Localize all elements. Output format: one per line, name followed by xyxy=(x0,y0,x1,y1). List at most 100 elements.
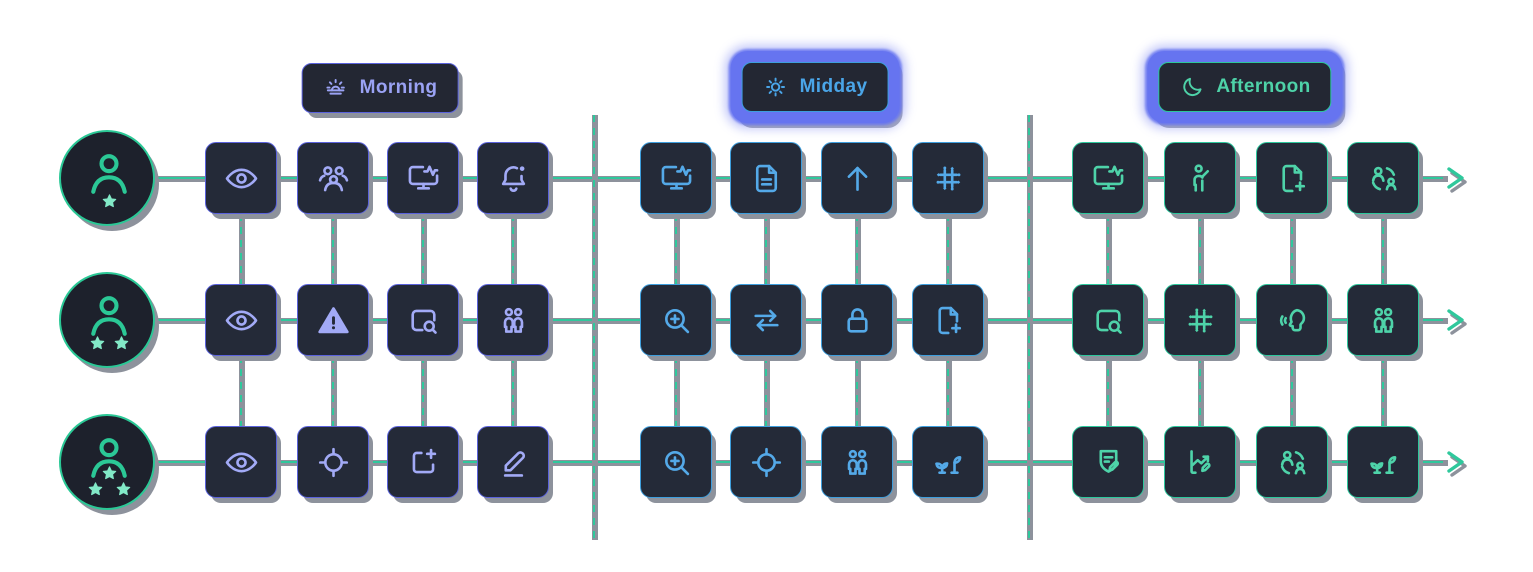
column-connector-dash xyxy=(240,356,242,426)
tile-monitor-activity[interactable] xyxy=(1072,142,1144,214)
column-connector-dash xyxy=(512,356,514,426)
column-connector-grey xyxy=(1106,356,1112,426)
tile-monitor-activity[interactable] xyxy=(640,142,712,214)
tile-circuit[interactable] xyxy=(912,142,984,214)
column-connector-dash xyxy=(856,356,858,426)
column-connector-dash xyxy=(512,214,514,284)
column-connector-grey xyxy=(421,214,427,284)
section-label-text: Afternoon xyxy=(1216,76,1311,97)
column-connector-grey xyxy=(1198,214,1204,284)
tile-sprout[interactable] xyxy=(912,426,984,498)
circuit-icon xyxy=(930,160,967,197)
tile-zoom-in[interactable] xyxy=(640,426,712,498)
column-connector-dash xyxy=(1382,356,1384,426)
column-connector-dash xyxy=(240,214,242,284)
column-connector-dash xyxy=(1199,356,1201,426)
flow-arrow-icon xyxy=(1436,302,1472,338)
tile-target[interactable] xyxy=(297,426,369,498)
tile-file-add[interactable] xyxy=(912,284,984,356)
section-label-morning[interactable]: Morning xyxy=(301,63,459,113)
tile-warning[interactable] xyxy=(297,284,369,356)
sun-icon xyxy=(763,74,789,100)
column-connector-dash xyxy=(422,356,424,426)
tile-target[interactable] xyxy=(730,426,802,498)
section-divider-dash xyxy=(593,115,595,540)
file-add-icon xyxy=(930,302,967,339)
section-divider-grey xyxy=(592,115,598,540)
column-connector-dash xyxy=(422,214,424,284)
tile-transfer[interactable] xyxy=(730,284,802,356)
tile-team[interactable] xyxy=(297,142,369,214)
two-users-icon xyxy=(495,302,532,339)
tile-two-users[interactable] xyxy=(1347,284,1419,356)
star-icon xyxy=(115,481,132,498)
document-icon xyxy=(748,160,785,197)
eye-icon xyxy=(223,302,260,339)
star-icon xyxy=(87,481,104,498)
tile-note-edit[interactable] xyxy=(1072,426,1144,498)
column-connector-grey xyxy=(946,356,952,426)
column-connector-grey xyxy=(1381,214,1387,284)
tile-chart-edit[interactable] xyxy=(1164,426,1236,498)
tile-people-sync[interactable] xyxy=(1347,142,1419,214)
column-connector-dash xyxy=(332,356,334,426)
tile-file-add[interactable] xyxy=(1256,142,1328,214)
tile-eye[interactable] xyxy=(205,142,277,214)
flow-arrow-icon xyxy=(1436,444,1472,480)
tile-edit[interactable] xyxy=(477,426,549,498)
column-connector-grey xyxy=(511,356,517,426)
persona-avatar-persona-level-3[interactable] xyxy=(59,414,155,510)
column-connector-dash xyxy=(1291,356,1293,426)
hand-raise-icon xyxy=(1182,160,1219,197)
people-sync-icon xyxy=(1274,444,1311,481)
tile-eye[interactable] xyxy=(205,284,277,356)
column-connector-grey xyxy=(1381,356,1387,426)
column-connector-grey xyxy=(1198,356,1204,426)
persona-avatar-persona-level-1[interactable] xyxy=(59,130,155,226)
arrow-up-icon xyxy=(839,160,876,197)
section-highlight-midday: Midday xyxy=(730,51,900,123)
moon-icon xyxy=(1179,74,1205,100)
zoom-in-icon xyxy=(658,444,695,481)
bell-alert-icon xyxy=(495,160,532,197)
zoom-in-icon xyxy=(658,302,695,339)
warning-icon xyxy=(315,302,352,339)
tile-screen-search[interactable] xyxy=(387,284,459,356)
tile-arrow-up[interactable] xyxy=(821,142,893,214)
column-connector-dash xyxy=(1107,356,1109,426)
star-icon xyxy=(89,335,106,352)
column-connector-grey xyxy=(421,356,427,426)
section-label-text: Midday xyxy=(799,76,868,97)
star-icon xyxy=(101,465,118,482)
column-connector-grey xyxy=(764,356,770,426)
tile-bell-alert[interactable] xyxy=(477,142,549,214)
column-connector-grey xyxy=(855,214,861,284)
section-label-afternoon[interactable]: Afternoon xyxy=(1158,62,1332,112)
tile-two-users[interactable] xyxy=(477,284,549,356)
column-connector-grey xyxy=(946,214,952,284)
tile-screen-search[interactable] xyxy=(1072,284,1144,356)
tile-document[interactable] xyxy=(730,142,802,214)
tile-zoom-in[interactable] xyxy=(640,284,712,356)
column-connector-dash xyxy=(856,214,858,284)
tile-eye[interactable] xyxy=(205,426,277,498)
team-icon xyxy=(315,160,352,197)
section-label-text: Morning xyxy=(359,77,438,98)
tile-sprout[interactable] xyxy=(1347,426,1419,498)
star-icon xyxy=(101,193,118,210)
tile-monitor-activity[interactable] xyxy=(387,142,459,214)
tile-people-sync[interactable] xyxy=(1256,426,1328,498)
tile-hand-raise[interactable] xyxy=(1164,142,1236,214)
tile-circuit[interactable] xyxy=(1164,284,1236,356)
column-connector-dash xyxy=(1291,214,1293,284)
tile-frame-add[interactable] xyxy=(387,426,459,498)
tile-lock[interactable] xyxy=(821,284,893,356)
section-label-midday[interactable]: Midday xyxy=(741,62,889,112)
column-connector-grey xyxy=(1290,356,1296,426)
persona-avatar-persona-level-2[interactable] xyxy=(59,272,155,368)
tile-two-users[interactable] xyxy=(821,426,893,498)
column-connector-grey xyxy=(674,356,680,426)
tile-voice[interactable] xyxy=(1256,284,1328,356)
column-connector-dash xyxy=(332,214,334,284)
